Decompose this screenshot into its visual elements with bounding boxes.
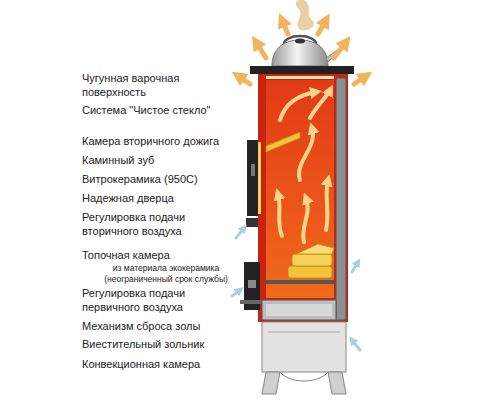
part-label: Камера вторичного дожига <box>82 134 252 148</box>
part-label: Регулировка подачи вторичного воздуха <box>82 210 242 239</box>
ash-release-rod <box>240 300 264 304</box>
firebox <box>266 80 334 298</box>
part-label: Чугунная варочная поверхность <box>82 71 202 100</box>
cast-iron-top <box>250 66 354 74</box>
part-label: Система "Чистое стекло" <box>82 103 252 117</box>
part-label: из материала экокерамика (неограниченный… <box>96 263 236 285</box>
fuel-logs <box>288 244 334 278</box>
convection-base <box>262 322 346 394</box>
air-arrows <box>232 228 360 350</box>
steam <box>296 0 314 30</box>
grate <box>266 280 334 284</box>
part-label: Витрокерамика (950С) <box>82 172 252 186</box>
ash-pan <box>262 300 336 320</box>
ash-pan-inner <box>266 304 332 316</box>
flame-flow <box>278 90 330 242</box>
part-label: Механизм сброса золы <box>82 319 252 333</box>
secondary-air-regulator <box>246 218 258 227</box>
part-label: Топочная камера <box>82 248 252 262</box>
convection-panel <box>336 78 346 320</box>
part-label: Надежная дверца <box>82 191 252 205</box>
door <box>247 140 258 216</box>
part-label: Конвекционная камера <box>82 357 252 371</box>
primary-air-regulator <box>248 280 256 288</box>
glass <box>258 142 261 214</box>
clean-glass-system <box>266 76 334 79</box>
door-handle <box>251 164 255 176</box>
part-label: Каминный зуб <box>82 153 252 167</box>
part-label: Регулировка подачи первичного воздуха <box>82 286 232 315</box>
fireplace-tooth <box>266 132 300 152</box>
part-label: Виестительный зольник <box>82 337 252 351</box>
kettle <box>272 36 340 66</box>
stove-body <box>258 72 348 322</box>
